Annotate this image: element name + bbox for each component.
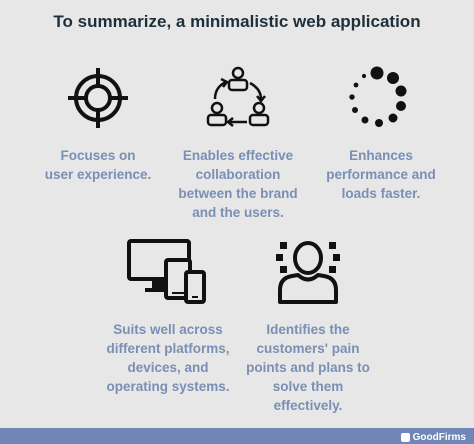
multiple-devices-icon [127,239,206,304]
caption-identifies-pain-points: Identifies the customers' pain points an… [228,320,388,415]
caption-line: Suits well across [113,322,223,337]
caption-line: between the brand [178,186,298,201]
caption-enhances-performance: Enhances performance and loads faster. [306,146,456,203]
loading-spinner-icon [349,66,407,127]
caption-line: effectively. [273,398,343,413]
caption-line: operating systems. [106,379,230,394]
caption-line: Enables effective [182,148,294,163]
caption-focuses-user-experience: Focuses on user experience. [20,146,176,184]
brand-name: GoodFirms [412,432,466,443]
caption-line: Identifies the [266,322,350,337]
caption-line: different platforms, [106,341,230,356]
footer-bar: GoodFirms [0,428,474,444]
target-icon [68,68,128,128]
caption-line: performance and [326,167,436,182]
caption-line: devices, and [127,360,209,375]
caption-line: loads faster. [341,186,421,201]
customer-focus-icon [276,241,340,304]
caption-line: Focuses on [60,148,136,163]
caption-suits-platforms: Suits well across different platforms, d… [86,320,250,396]
caption-line: Enhances [349,148,413,163]
caption-line: collaboration [195,167,281,182]
caption-enables-collaboration: Enables effective collaboration between … [158,146,318,222]
caption-line: solve them [272,379,344,394]
caption-line: user experience. [44,167,152,182]
caption-line: and the users. [192,205,284,220]
collaboration-cycle-icon [206,66,270,127]
brand-mark-icon [400,433,410,442]
caption-line: points and plans to [246,360,370,375]
page-title: To summarize, a minimalistic web applica… [53,12,421,31]
brand-logo: GoodFirms [400,432,466,443]
caption-line: customers' pain [256,341,360,356]
